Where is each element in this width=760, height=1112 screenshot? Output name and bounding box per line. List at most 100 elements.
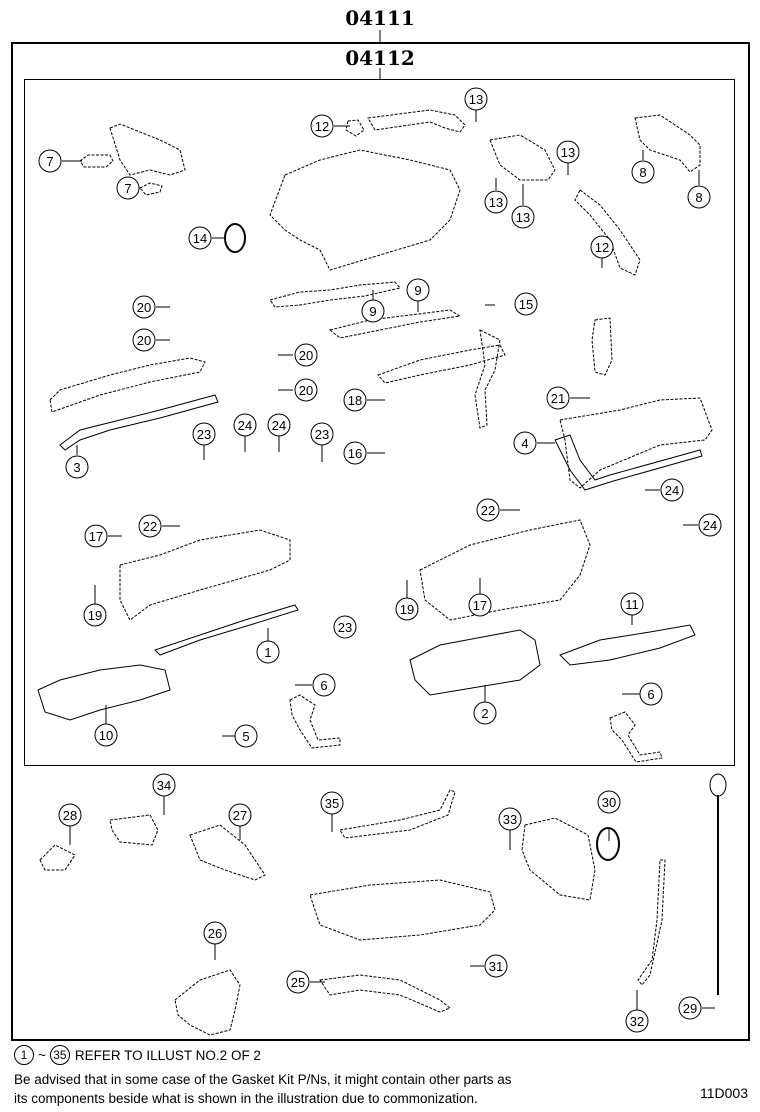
callout-22[interactable]: 22 [138,514,162,538]
outer-frame [11,42,750,1041]
callout-26[interactable]: 26 [203,921,227,945]
callout-1[interactable]: 1 [256,640,280,664]
svg-text:33: 33 [503,812,517,827]
callout-29[interactable]: 29 [678,996,702,1020]
callout-8[interactable]: 8 [687,185,711,209]
refer-note: 1 ~ 35 REFER TO ILLUST NO.2 OF 2 [14,1045,261,1065]
svg-text:13: 13 [489,195,503,210]
svg-text:20: 20 [137,300,151,315]
svg-text:14: 14 [193,231,207,246]
callout-20[interactable]: 20 [294,343,318,367]
callout-5[interactable]: 5 [234,724,258,748]
callout-34[interactable]: 34 [152,773,176,797]
callout-16[interactable]: 16 [343,441,367,465]
svg-text:12: 12 [315,119,329,134]
callout-22[interactable]: 22 [476,498,500,522]
callout-7[interactable]: 7 [116,176,140,200]
callout-12[interactable]: 12 [590,235,614,259]
o-ring-14 [224,223,246,253]
callout-23[interactable]: 23 [333,615,357,639]
svg-text:31: 31 [489,959,503,974]
callout-18[interactable]: 18 [343,388,367,412]
svg-text:4: 4 [521,436,528,451]
svg-text:13: 13 [469,92,483,107]
gasket-12-upper [345,119,365,137]
callout-3[interactable]: 3 [65,455,89,479]
oil-seal-30 [596,827,620,861]
svg-text:9: 9 [369,304,376,319]
callout-17[interactable]: 17 [84,524,108,548]
svg-text:20: 20 [299,348,313,363]
svg-text:8: 8 [695,190,702,205]
callout-8[interactable]: 8 [631,160,655,184]
callout-9[interactable]: 9 [406,278,430,302]
intake-gaskets-9a [269,281,401,308]
inner-frame [24,79,735,766]
callout-11[interactable]: 11 [620,592,644,616]
egr-pipe-lower [574,189,641,276]
egr-pipe-upper [367,109,466,133]
callout-13[interactable]: 13 [484,190,508,214]
callout-20[interactable]: 20 [294,378,318,402]
callout-17[interactable]: 17 [468,593,492,617]
callout-19[interactable]: 19 [83,603,107,627]
inner-group-code: 04112 [345,46,415,70]
intake-gaskets-9b [328,309,462,339]
svg-text:19: 19 [400,602,414,617]
callout-33[interactable]: 33 [498,807,522,831]
callout-24[interactable]: 24 [698,513,722,537]
callout-28[interactable]: 28 [58,803,82,827]
svg-text:3: 3 [73,460,80,475]
callout-14[interactable]: 14 [188,226,212,250]
callout-24[interactable]: 24 [660,478,684,502]
callout-25[interactable]: 25 [286,970,310,994]
illustration-reference-code: 11D003 [699,1085,748,1101]
valve-cover-left [49,357,206,413]
callout-20[interactable]: 20 [132,328,156,352]
callout-13[interactable]: 13 [556,140,580,164]
svg-text:23: 23 [315,427,329,442]
svg-text:2: 2 [481,706,488,721]
callout-9[interactable]: 9 [361,299,385,323]
callout-24[interactable]: 24 [233,413,257,437]
exhaust-manifold-gasket-10 [37,664,171,721]
callout-32[interactable]: 32 [625,1009,649,1033]
callout-4[interactable]: 4 [513,431,537,455]
callout-10[interactable]: 10 [94,723,118,747]
callout-leaders [62,110,715,1010]
callout-2[interactable]: 2 [473,701,497,725]
svg-text:13: 13 [516,210,530,225]
callout-23[interactable]: 23 [310,422,334,446]
callout-13[interactable]: 13 [511,205,535,229]
callout-13[interactable]: 13 [464,87,488,111]
callout-24[interactable]: 24 [267,413,291,437]
callout-21[interactable]: 21 [546,386,570,410]
svg-text:23: 23 [338,620,352,635]
water-pipe-right [609,711,663,763]
svg-text:8: 8 [639,165,646,180]
callout-31[interactable]: 31 [484,954,508,978]
callout-7[interactable]: 7 [38,149,62,173]
outer-group-code: 04111 [345,6,415,30]
water-pump-sketch [189,824,266,881]
fuel-pipe-sketch [474,329,501,429]
refer-text: REFER TO ILLUST NO.2 OF 2 [74,1047,261,1063]
callout-15[interactable]: 15 [514,292,538,316]
callout-27[interactable]: 27 [228,803,252,827]
rear-oil-seal-retainer [521,817,596,901]
callout-6[interactable]: 6 [312,673,336,697]
callout-30[interactable]: 30 [597,790,621,814]
svg-text:34: 34 [157,778,171,793]
callout-20[interactable]: 20 [132,295,156,319]
callout-12[interactable]: 12 [310,114,334,138]
head-gasket-2 [409,629,541,696]
svg-text:16: 16 [348,446,362,461]
svg-text:35: 35 [325,796,339,811]
callout-6[interactable]: 6 [639,682,663,706]
svg-text:20: 20 [299,383,313,398]
callout-23[interactable]: 23 [192,422,216,446]
callout-19[interactable]: 19 [395,597,419,621]
callout-35[interactable]: 35 [320,791,344,815]
svg-text:13: 13 [561,145,575,160]
